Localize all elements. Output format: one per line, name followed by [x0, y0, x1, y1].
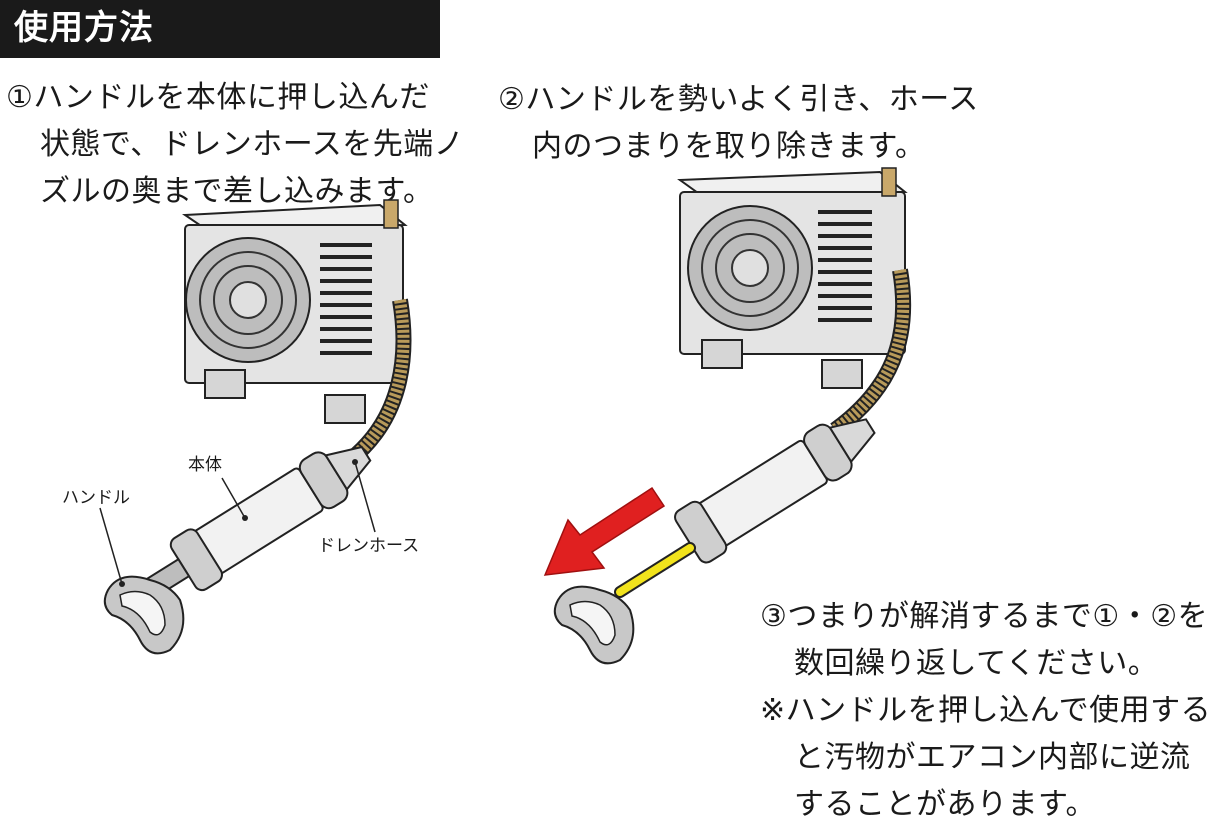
pump-2	[674, 418, 876, 564]
ac-outdoor-unit-1	[181, 199, 408, 424]
step-2-text: ②ハンドルを勢いよく引き、ホース 内のつまりを取り除きます。	[498, 76, 979, 170]
step-3-line-1: ③つまりが解消するまで①・②を	[760, 599, 1209, 634]
drain-hose-2	[831, 268, 910, 435]
label-body: 本体	[188, 455, 222, 475]
illustration-step-1	[99, 199, 412, 655]
step-2-line-2: 内のつまりを取り除きます。	[532, 129, 926, 164]
drain-hose-1	[346, 299, 410, 465]
pump-rod	[616, 544, 694, 596]
step-3-note-line-3: することがあります。	[794, 787, 1096, 822]
step-1-line-2: 状態で、ドレンホースを先端ノ	[40, 127, 465, 162]
step-3-note-line-2: と汚物がエアコン内部に逆流	[794, 740, 1191, 775]
label-drain-hose: ドレンホース	[318, 536, 420, 556]
step-2-line-1: ②ハンドルを勢いよく引き、ホース	[498, 82, 979, 117]
pull-arrow	[543, 486, 666, 576]
step-3-note-line-1: ※ハンドルを押し込んで使用する	[760, 693, 1211, 728]
illustration-step-2	[543, 167, 912, 665]
step-1-text: ①ハンドルを本体に押し込んだ 状態で、ドレンホースを先端ノ ズルの奥まで差し込み…	[6, 74, 464, 215]
ac-outdoor-unit-2	[677, 167, 908, 389]
header-bar: 使用方法	[0, 0, 440, 58]
step-1-line-1: ①ハンドルを本体に押し込んだ	[6, 80, 430, 115]
page-title: 使用方法	[14, 8, 154, 48]
step-3-text: ③つまりが解消するまで①・②を 数回繰り返してください。 ※ハンドルを押し込んで…	[760, 593, 1211, 828]
label-handle: ハンドル	[62, 488, 130, 508]
step-3-line-2: 数回繰り返してください。	[794, 646, 1159, 681]
step-1-line-3: ズルの奥まで差し込みます。	[40, 174, 434, 209]
